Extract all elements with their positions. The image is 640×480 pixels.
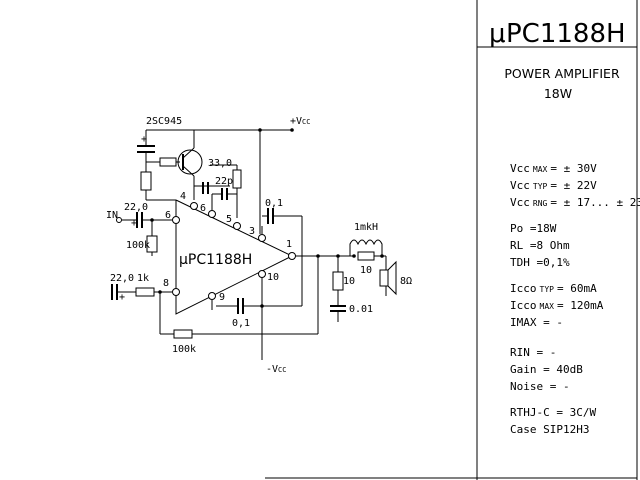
zobel-cap-label: 0.01 xyxy=(349,304,373,315)
pin-3: 3 xyxy=(249,226,255,237)
pin-5: 5 xyxy=(226,214,232,225)
speaker-icon: 8Ω xyxy=(379,256,412,296)
feedback-cap-label: 22,0 xyxy=(110,273,134,284)
spec-gain: Gain = 40dB xyxy=(510,363,583,376)
spec-case: Case SIP12H3 xyxy=(510,423,589,436)
transistor-2sc945 xyxy=(177,130,203,186)
transistor-label: 2SC945 xyxy=(146,116,182,127)
snubber-resistor-label: 10 xyxy=(360,265,372,276)
bootstrap-cap-label: 22p xyxy=(215,176,233,187)
feedback-input-resistor-label: 1k xyxy=(137,273,149,284)
inductor-label: 1mkH xyxy=(354,222,378,233)
pin-9: 9 xyxy=(219,292,225,303)
spec-rin: RIN = - xyxy=(510,346,556,359)
pin-6: 6 xyxy=(200,203,206,214)
emitter-network: 33,0 22p xyxy=(193,158,242,218)
spec-rthj: RTHJ-C = 3C/W xyxy=(510,406,596,419)
feedback-resistor: 100k xyxy=(158,256,319,355)
decoupling-capacitor: + xyxy=(137,130,155,172)
speaker-label: 8Ω xyxy=(400,276,412,287)
spec-noise: Noise = - xyxy=(510,380,570,393)
spec-tdh: TDH =0,1% xyxy=(510,256,570,269)
amplifier-chip: μPC1188H xyxy=(175,199,294,315)
pin-4: 4 xyxy=(180,191,186,202)
polarity-mark: + xyxy=(141,134,147,145)
description-line1: POWER AMPLIFIER xyxy=(504,66,620,81)
pin-1: 1 xyxy=(286,239,292,250)
spec-po: Po =18W xyxy=(510,222,557,235)
input-resistor-label: 100k xyxy=(126,240,150,251)
output-network: 1mkH 10 10 0.01 xyxy=(296,222,386,322)
feedback-resistor-label: 100k xyxy=(172,344,196,355)
chip-label: μPC1188H xyxy=(179,252,252,268)
base-resistor xyxy=(140,157,180,201)
pin-8: 8 xyxy=(163,278,169,289)
pin-7: 6 xyxy=(165,210,171,221)
sheet-frame xyxy=(265,0,638,480)
vcc-pos-label: +VCC xyxy=(290,116,310,127)
pin-10: 10 xyxy=(267,272,279,283)
spec-rl: RL =8 Ohm xyxy=(510,239,570,252)
emitter-resistor-label: 33,0 xyxy=(208,158,232,169)
spec-imax: IMAX = - xyxy=(510,316,563,329)
part-mu: μ xyxy=(489,19,506,49)
input-cap-label: 22,0 xyxy=(124,202,148,213)
input-label: IN xyxy=(106,210,118,221)
input-network: IN 22,0 + 100k xyxy=(106,202,172,256)
zobel-resistor-label: 10 xyxy=(343,276,355,287)
part-number: PC1188H xyxy=(506,19,626,49)
amplifier-schematic: +VCC 2SC945 + xyxy=(106,116,412,375)
input-cap-polarity: + xyxy=(131,218,137,229)
feedback-cap-polarity: + xyxy=(119,292,125,303)
neg-cap-label: 0,1 xyxy=(232,318,250,329)
supply-cap-label: 0,1 xyxy=(265,198,283,209)
feedback-input-network: 22,0 1k + xyxy=(110,273,172,303)
vcc-neg-label: -VCC xyxy=(266,364,286,375)
description-line2: 18W xyxy=(544,86,572,101)
vcc-negative-rail: 0,1 -VCC xyxy=(211,278,302,375)
supply-capacitor: 0,1 xyxy=(259,130,303,306)
chip-pins: 6 4 6 5 3 1 10 9 8 xyxy=(163,191,296,303)
